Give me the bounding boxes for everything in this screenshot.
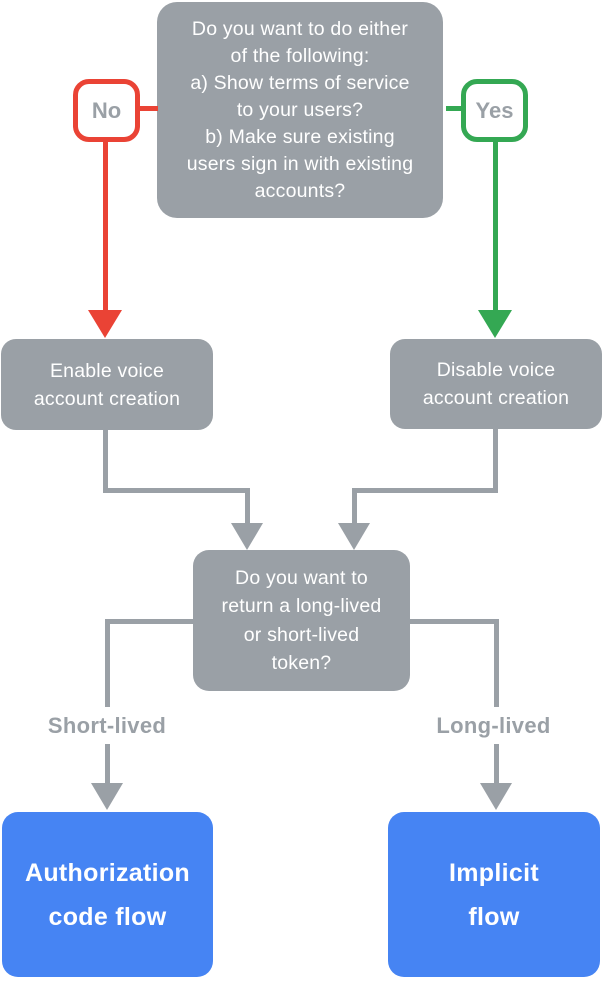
gray-arrowhead-right-icon bbox=[338, 523, 370, 550]
gray-arrowhead-authcode-icon bbox=[91, 783, 123, 810]
yes-badge: Yes bbox=[461, 79, 528, 142]
root-question-node: Do you want to do either of the followin… bbox=[157, 2, 443, 218]
connector-enable-down bbox=[103, 429, 108, 493]
connector-disable-across bbox=[352, 488, 498, 493]
connector-longlived-across bbox=[408, 619, 498, 624]
connector-shortlived-across bbox=[105, 619, 195, 624]
connector-yes-down bbox=[493, 140, 498, 312]
connector-longlived-down bbox=[494, 619, 499, 784]
implicit-flow-node: Implicit flow bbox=[388, 812, 600, 977]
connector-disable-down bbox=[493, 428, 498, 493]
no-badge: No bbox=[73, 79, 140, 142]
connector-enable-into-question bbox=[245, 488, 250, 524]
connector-no-to-root bbox=[138, 106, 158, 111]
token-question-node: Do you want to return a long-lived or sh… bbox=[193, 550, 410, 691]
gray-arrowhead-left-icon bbox=[231, 523, 263, 550]
disable-voice-account-node: Disable voice account creation bbox=[390, 339, 602, 429]
connector-no-down bbox=[103, 140, 108, 312]
connector-yes-to-root bbox=[446, 106, 466, 111]
connector-enable-across bbox=[103, 488, 250, 493]
connector-shortlived-down bbox=[105, 619, 110, 784]
authorization-code-flow-node: Authorization code flow bbox=[2, 812, 213, 977]
enable-voice-account-node: Enable voice account creation bbox=[1, 339, 213, 430]
gray-arrowhead-implicit-icon bbox=[480, 783, 512, 810]
green-arrowhead-icon bbox=[478, 310, 512, 338]
short-lived-edge-label: Short-lived bbox=[22, 707, 192, 744]
long-lived-edge-label: Long-lived bbox=[410, 707, 577, 744]
connector-disable-into-question bbox=[352, 488, 357, 524]
red-arrowhead-icon bbox=[88, 310, 122, 338]
